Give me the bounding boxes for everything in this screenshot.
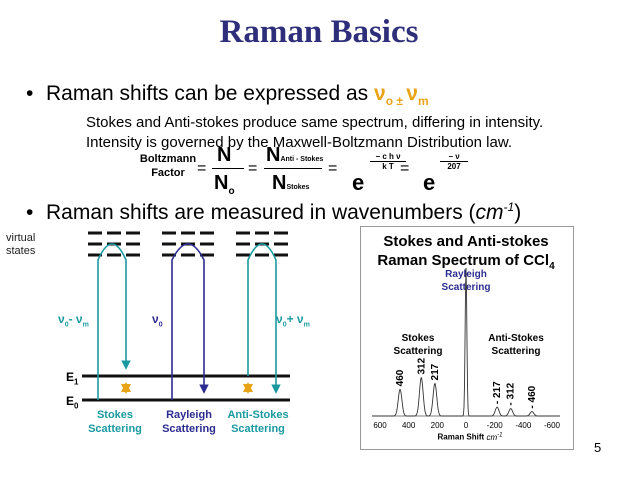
page-title: Raman Basics xyxy=(219,14,419,50)
boltzmann-factor-label: Boltzmann Factor xyxy=(139,153,197,179)
x-tick-label: 0 xyxy=(464,421,469,430)
x-tick-label: -400 xyxy=(515,421,532,430)
equals-sign-1: = xyxy=(197,160,207,177)
stokes-transition-arc xyxy=(97,243,131,400)
fraction-2-numerator: NAnti - Stokes xyxy=(266,144,324,166)
peak-label: - 312 xyxy=(506,382,517,405)
fraction-2-bar xyxy=(264,168,322,169)
nu-expression: νo ± νm xyxy=(374,82,429,109)
bullet-raman-shift-expression: • Raman shifts can be expressed as νo ± ν… xyxy=(26,82,429,108)
vibrational-energy-arrows xyxy=(121,382,253,394)
exponential-1-exponent: − c h ν k T xyxy=(370,152,406,171)
virtual-states-label: virtual states xyxy=(6,232,36,257)
fraction-1-bar xyxy=(212,168,244,169)
spectrum-x-axis-label: Raman Shift cm-1 xyxy=(437,432,503,442)
peak-label: - 460 xyxy=(527,385,538,408)
page-number: 5 xyxy=(594,440,602,455)
anti-stokes-transition-arc xyxy=(247,243,281,394)
peak-label: 460 xyxy=(395,369,406,386)
x-tick-label: 400 xyxy=(402,421,416,430)
fraction-1-numerator: N xyxy=(217,144,232,166)
peak-label: 217 xyxy=(430,363,441,380)
exponential-2-exponent: − ν 207 xyxy=(440,152,468,171)
body-paragraph: Stokes and Anti-stokes produce same spec… xyxy=(86,113,606,153)
bullet-1-text: Raman shifts can be expressed as xyxy=(46,82,375,105)
x-tick-label: 600 xyxy=(373,421,387,430)
body-line-2: Intensity is governed by the Maxwell-Bol… xyxy=(86,134,513,151)
equals-sign-3: = xyxy=(328,160,338,177)
bullet-dot: • xyxy=(26,201,34,224)
exponential-2-base: e xyxy=(423,170,436,195)
peak-label: - 217 xyxy=(492,381,503,404)
bullet-2-text: Raman shifts are measured in wavenumbers… xyxy=(46,201,476,224)
bullet-wavenumbers: • Raman shifts are measured in wavenumber… xyxy=(26,200,522,224)
anti-stokes-frequency-label: ν0+ νm xyxy=(276,312,310,329)
energy-levels xyxy=(82,374,290,402)
bullet-dot: • xyxy=(26,82,34,105)
spectrum-x-ticks: 600 400 200 0 -200 -400 -600 xyxy=(373,421,560,430)
exponential-1-base: e xyxy=(352,170,365,195)
equals-sign-4: = xyxy=(400,160,410,177)
rayleigh-frequency-label: ν0 xyxy=(152,312,163,329)
fraction-1-denominator: No xyxy=(214,172,235,197)
peak-label: 312 xyxy=(416,357,427,374)
spectrum-title: Stokes and Anti-stokes Raman Spectrum of… xyxy=(377,233,555,272)
stokes-frequency-label: ν0- νm xyxy=(58,312,89,329)
rayleigh-transition-arc xyxy=(171,243,209,400)
wavenumber-unit: cm-1 xyxy=(475,200,515,224)
energy-level-e1-label: E1 xyxy=(66,370,79,387)
equals-sign-2: = xyxy=(248,160,258,177)
x-tick-label: -200 xyxy=(487,421,504,430)
x-tick-label: -600 xyxy=(544,421,561,430)
fraction-2-denominator: NStokes xyxy=(272,172,310,194)
spectrum-line xyxy=(372,267,560,417)
energy-level-e0-label: E0 xyxy=(66,394,79,411)
body-line-1: Stokes and Anti-stokes produce same spec… xyxy=(86,114,544,131)
x-tick-label: 200 xyxy=(431,421,445,430)
